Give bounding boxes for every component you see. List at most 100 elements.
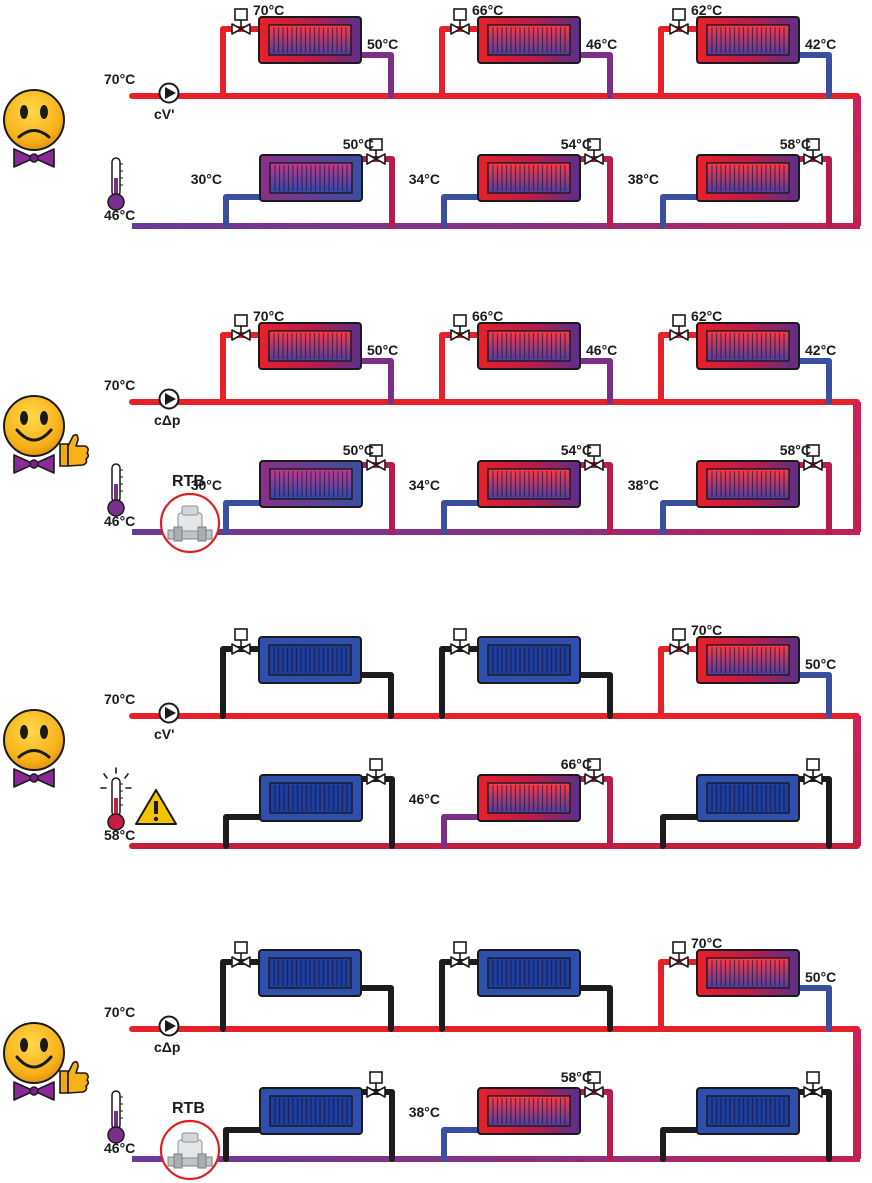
thermostatic-valve-icon — [450, 628, 470, 655]
valve-temp-label: 70°C — [253, 2, 284, 18]
thermostatic-valve-icon — [584, 138, 604, 165]
inlet-temp-label: 46°C — [409, 791, 440, 807]
circulation-pump-icon — [158, 388, 180, 410]
bow-tie-icon — [13, 768, 55, 788]
pump-label: cV' — [154, 106, 174, 122]
radiator — [696, 774, 800, 822]
outlet-temp-label: 50°C — [805, 969, 836, 985]
return-pipe — [132, 529, 860, 535]
thermostatic-valve-icon — [584, 758, 604, 785]
valve-temp-label: 54°C — [561, 136, 592, 152]
radiator-inlet-pipe — [223, 1127, 263, 1162]
radiator — [696, 322, 800, 370]
radiator-outlet-pipe — [358, 358, 394, 405]
thermostatic-valve-icon — [231, 8, 251, 35]
radiator-outlet-pipe — [358, 52, 394, 99]
thermostatic-valve-icon — [803, 758, 823, 785]
radiator — [259, 1087, 363, 1135]
inlet-temp-label: 34°C — [409, 477, 440, 493]
thermostatic-valve-icon — [450, 314, 470, 341]
radiator-return-pipe — [577, 776, 613, 849]
radiator-feed-pipe — [220, 26, 262, 99]
radiator-inlet-pipe — [441, 194, 481, 229]
thermostatic-valve-icon — [366, 444, 386, 471]
thermostatic-valve-icon — [450, 941, 470, 968]
radiator — [258, 322, 362, 370]
bow-tie-icon — [13, 454, 55, 474]
radiator — [477, 322, 581, 370]
return-pipe — [132, 1156, 860, 1162]
thermostatic-valve-icon — [231, 314, 251, 341]
radiator — [696, 16, 800, 64]
thermostatic-valve-icon — [669, 314, 689, 341]
radiator-outlet-pipe — [796, 52, 832, 99]
radiator-return-pipe — [359, 462, 395, 535]
radiator-outlet-pipe — [796, 358, 832, 405]
radiator-return-pipe — [796, 1089, 832, 1162]
inlet-temp-label: 30°C — [191, 171, 222, 187]
radiator-return-pipe — [577, 1089, 613, 1162]
thermostatic-valve-icon — [231, 628, 251, 655]
outlet-temp-label: 46°C — [586, 342, 617, 358]
radiator — [258, 16, 362, 64]
valve-temp-label: 70°C — [691, 935, 722, 951]
radiator-outlet-pipe — [358, 672, 394, 719]
happy-face-icon — [3, 1022, 65, 1101]
flow-temp-label: 70°C — [104, 691, 135, 707]
radiator — [696, 949, 800, 997]
warning-icon — [135, 789, 177, 825]
thermostatic-valve-icon — [669, 941, 689, 968]
radiator-return-pipe — [577, 156, 613, 229]
outlet-temp-label: 42°C — [805, 36, 836, 52]
radiator-inlet-pipe — [660, 814, 700, 849]
riser-pipe — [853, 402, 861, 532]
inlet-temp-label: 38°C — [409, 1104, 440, 1120]
outlet-temp-label: 50°C — [805, 656, 836, 672]
radiator-feed-pipe — [658, 959, 700, 1032]
outlet-temp-label: 46°C — [586, 36, 617, 52]
return-temp-label: 46°C — [104, 207, 135, 223]
radiator-outlet-pipe — [577, 358, 613, 405]
valve-temp-label: 62°C — [691, 2, 722, 18]
valve-temp-label: 58°C — [780, 136, 811, 152]
radiator — [477, 774, 581, 822]
pump-label: cΔp — [154, 1039, 180, 1055]
thermostatic-valve-icon — [584, 444, 604, 471]
radiator-inlet-pipe — [441, 500, 481, 535]
radiator-inlet-pipe — [223, 500, 263, 535]
diagram-panel-1: 70°CcV'46°C70°C50°C66°C46°C62°C42°C50°C3… — [3, 2, 861, 229]
thermometer-icon — [107, 1090, 125, 1144]
return-pipe — [132, 223, 860, 229]
rtb-valve-icon — [159, 1119, 221, 1181]
radiator-inlet-pipe — [441, 814, 481, 849]
valve-temp-label: 58°C — [780, 442, 811, 458]
radiator — [696, 636, 800, 684]
radiator — [477, 636, 581, 684]
rtb-valve-icon — [159, 492, 221, 554]
thermostatic-valve-icon — [803, 1071, 823, 1098]
thermostatic-valve-icon — [366, 758, 386, 785]
radiator-inlet-pipe — [223, 194, 263, 229]
valve-temp-label: 70°C — [691, 622, 722, 638]
thermostatic-valve-icon — [669, 628, 689, 655]
radiator — [477, 16, 581, 64]
thermostatic-valve-icon — [231, 941, 251, 968]
radiator — [696, 154, 800, 202]
outlet-temp-label: 50°C — [367, 342, 398, 358]
diagram-panel-2: 70°CcΔp46°CRTB70°C50°C66°C46°C62°C42°C50… — [3, 308, 861, 554]
valve-temp-label: 66°C — [472, 2, 503, 18]
thermostatic-valve-icon — [366, 1071, 386, 1098]
radiator-inlet-pipe — [660, 194, 700, 229]
valve-temp-label: 70°C — [253, 308, 284, 324]
radiator-feed-pipe — [658, 646, 700, 719]
inlet-temp-label: 38°C — [628, 171, 659, 187]
valve-temp-label: 50°C — [343, 442, 374, 458]
happy-face-icon — [3, 395, 65, 474]
sad-face-icon — [3, 709, 65, 788]
radiator-inlet-pipe — [660, 500, 700, 535]
radiator — [258, 636, 362, 684]
radiator-outlet-pipe — [577, 52, 613, 99]
radiator-return-pipe — [359, 156, 395, 229]
radiator-outlet-pipe — [577, 985, 613, 1032]
heat-rays-icon — [100, 767, 132, 789]
